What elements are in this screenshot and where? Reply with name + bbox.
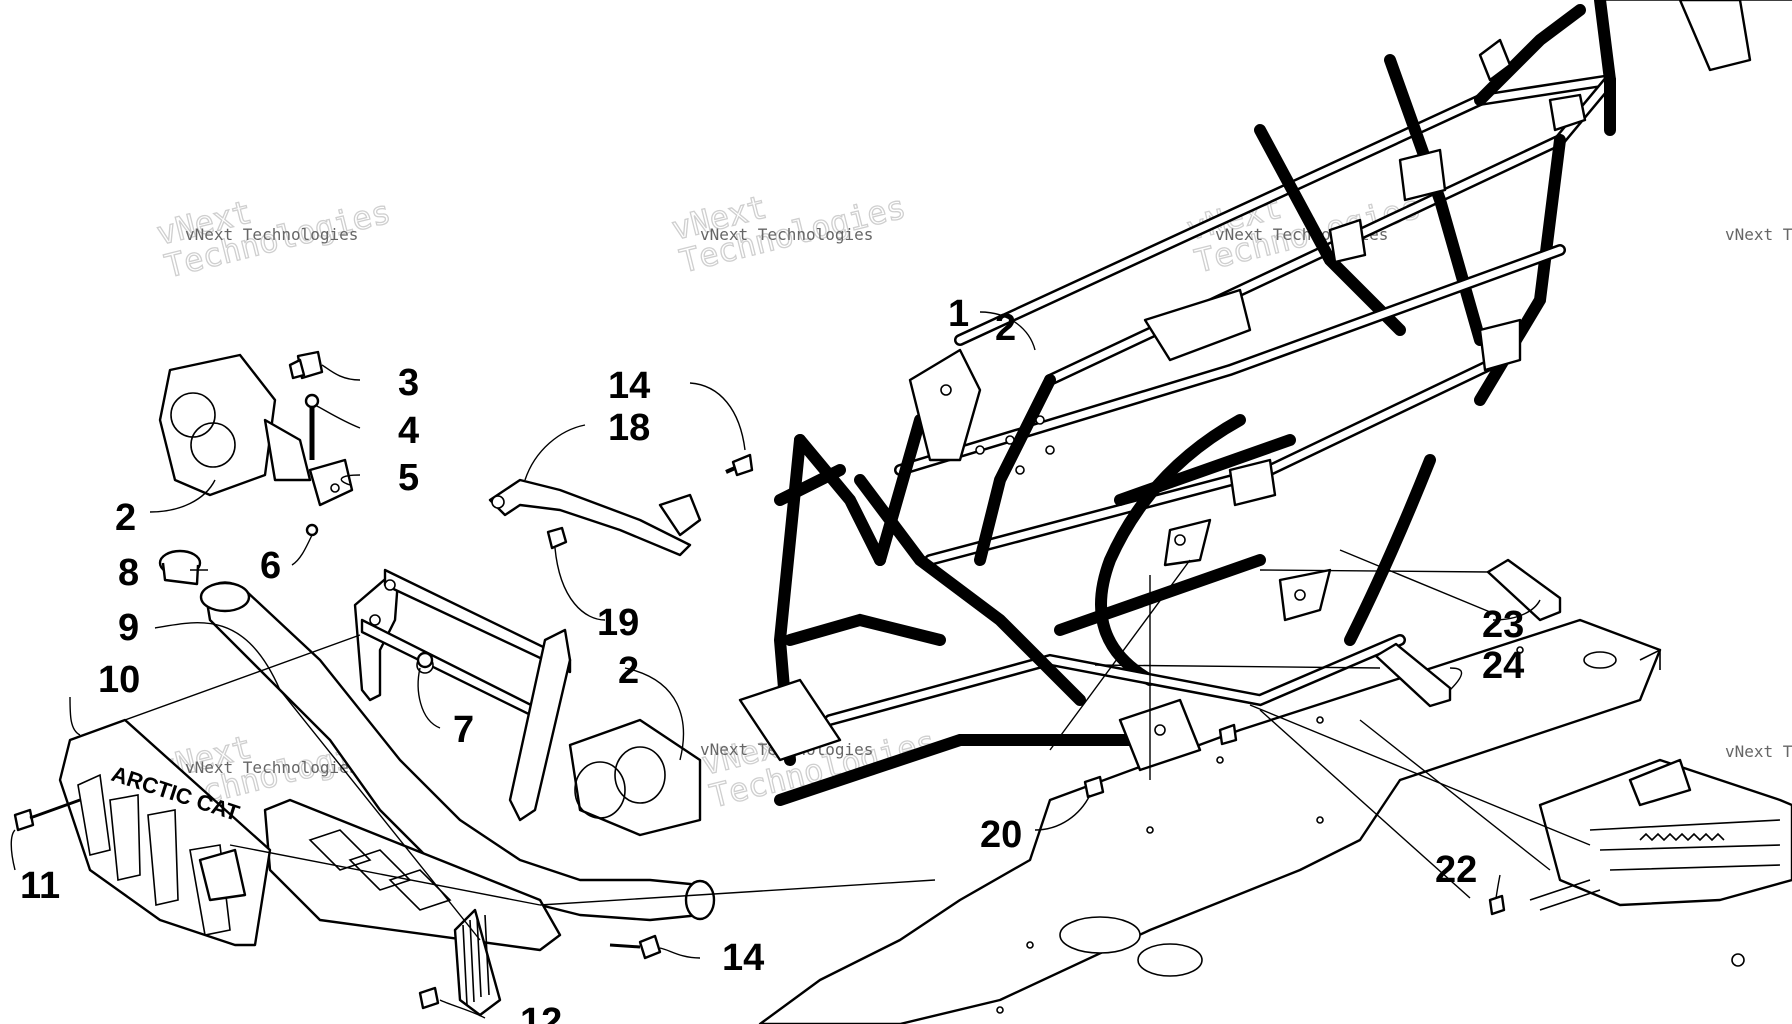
washer-6 [305,523,319,537]
callout-19: 19 [597,602,639,644]
callout-3: 3 [398,362,419,404]
watermark-label-5: vNext Technologies [185,758,358,777]
callout-14-top: 14 [608,365,650,407]
callout-10: 10 [98,659,140,701]
bolt-22 [1488,894,1506,916]
headlight-right [568,718,702,837]
bolt-11 [13,798,81,832]
callout-14-bottom: 14 [722,937,764,979]
watermark-label-4: vNext Technologies [1725,225,1792,244]
bolt-14-top [725,453,754,477]
callout-8: 8 [118,552,139,594]
watermark-label-1: vNext Technologies [185,225,358,244]
callout-20: 20 [980,814,1022,856]
front-grille: ARCTIC CAT [58,718,272,947]
bracket-5 [308,458,354,507]
callout-7: 7 [453,709,474,751]
grommet-7 [416,651,434,669]
callout-11: 11 [20,865,60,907]
watermark-label-2: vNext Technologies [700,225,873,244]
svg-text:vNextTechnologies: vNextTechnologies [668,155,910,280]
front-bumper [158,549,716,1017]
callout-23: 23 [1482,604,1524,646]
front-rack [488,478,702,557]
callout-5: 5 [398,457,419,499]
callout-2-left: 2 [115,497,136,539]
callout-6: 6 [260,545,281,587]
callout-4: 4 [398,410,419,452]
footrest [1529,758,1792,967]
bolt-14-bottom [609,934,662,960]
watermark-1: vNextTechnologies [152,160,395,286]
bolt-20 [1083,723,1238,799]
watermark-label-8: vNext Technologies [1725,742,1792,761]
skid-plate [758,618,1662,1024]
pad-23 [1486,558,1562,622]
leader-lines [10,311,1591,1019]
svg-text:vNextTechnologies: vNextTechnologies [153,160,395,285]
main-frame [738,0,1792,806]
callout-24: 24 [1482,645,1524,687]
callout-18: 18 [608,407,650,449]
callout-1: 1 [948,293,969,335]
bolt-4 [304,393,320,460]
bolt-19 [546,526,568,550]
callout-12: 12 [520,1001,562,1024]
bolt-3 [288,350,324,380]
callout-22: 22 [1435,849,1477,891]
watermark-2: vNextTechnologies [667,155,910,281]
pad-24 [1374,642,1452,708]
callout-2-center: 2 [995,307,1016,349]
callout-9: 9 [118,607,139,649]
callout-labels: 1 2 3 4 5 2 6 8 9 10 7 14 18 19 2 11 14 … [20,293,1524,1024]
bolt-12 [418,986,440,1010]
callout-2-right: 2 [618,650,639,692]
headlight-left [158,353,312,497]
